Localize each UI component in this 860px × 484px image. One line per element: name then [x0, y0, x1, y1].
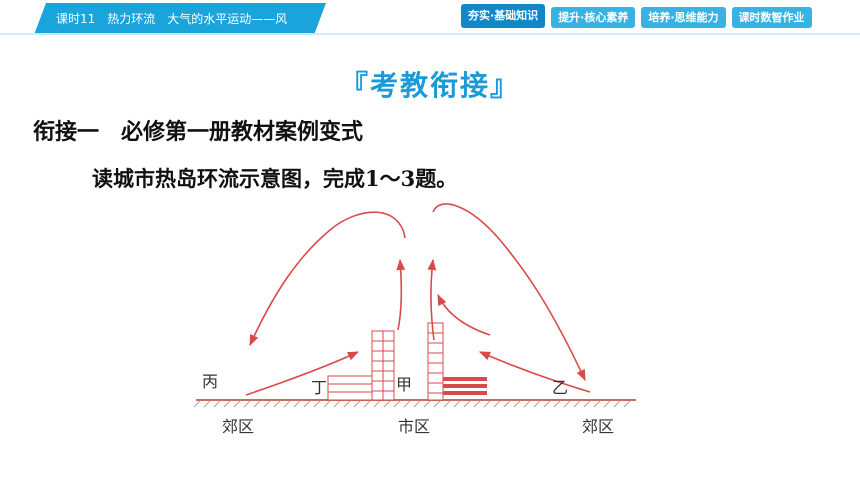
ground-hatching	[193, 400, 631, 408]
label-yi: 乙	[552, 378, 568, 397]
header-divider	[0, 33, 860, 35]
label-jia: 甲	[396, 375, 412, 394]
tab-thinking-ability[interactable]: 培养·思维能力	[641, 7, 726, 28]
arrow-suburb-right-surface	[478, 351, 591, 393]
lesson-title-banner: 课时11 热力环流 大气的水平运动——风	[34, 3, 326, 35]
building-center-tower	[427, 322, 444, 401]
tab-basic-knowledge[interactable]: 夯实·基础知识	[461, 4, 546, 28]
arrow-left-upper-flow	[249, 211, 406, 347]
label-suburb-left: 郊区	[222, 417, 254, 436]
arrow-left-rising	[396, 258, 406, 331]
arrow-suburb-left-surface	[245, 351, 360, 396]
tab-core-literacy[interactable]: 提升·核心素养	[551, 7, 636, 28]
section-heading: 『考教衔接』	[339, 69, 520, 102]
label-city: 市区	[398, 417, 430, 436]
label-suburb-right: 郊区	[582, 417, 614, 436]
question-instruction: 读城市热岛环流示意图，完成1～3题。	[92, 166, 458, 191]
building-ding-low	[327, 375, 373, 401]
label-bing: 丙	[202, 372, 218, 391]
tab-homework[interactable]: 课时数智作业	[731, 7, 812, 28]
building-left-tower	[371, 330, 395, 401]
subtitle: 衔接一 必修第一册教材案例变式	[33, 120, 364, 145]
arrow-right-rising	[427, 258, 437, 341]
top-bar: 课时11 热力环流 大气的水平运动——风 夯实·基础知识 提升·核心素养 培养·…	[0, 0, 860, 35]
heat-island-svg: 丙 丁 甲 乙 郊区 市区 郊区	[193, 203, 636, 436]
section-tabs: 夯实·基础知识 提升·核心素养 培养·思维能力 课时数智作业	[461, 4, 812, 31]
arrow-right-sinking-inner	[437, 293, 491, 336]
building-right-low	[443, 377, 487, 395]
heat-island-diagram: 丙 丁 甲 乙 郊区 市区 郊区	[190, 200, 650, 450]
label-ding: 丁	[311, 378, 327, 397]
arrow-right-upper-flow	[432, 203, 586, 382]
